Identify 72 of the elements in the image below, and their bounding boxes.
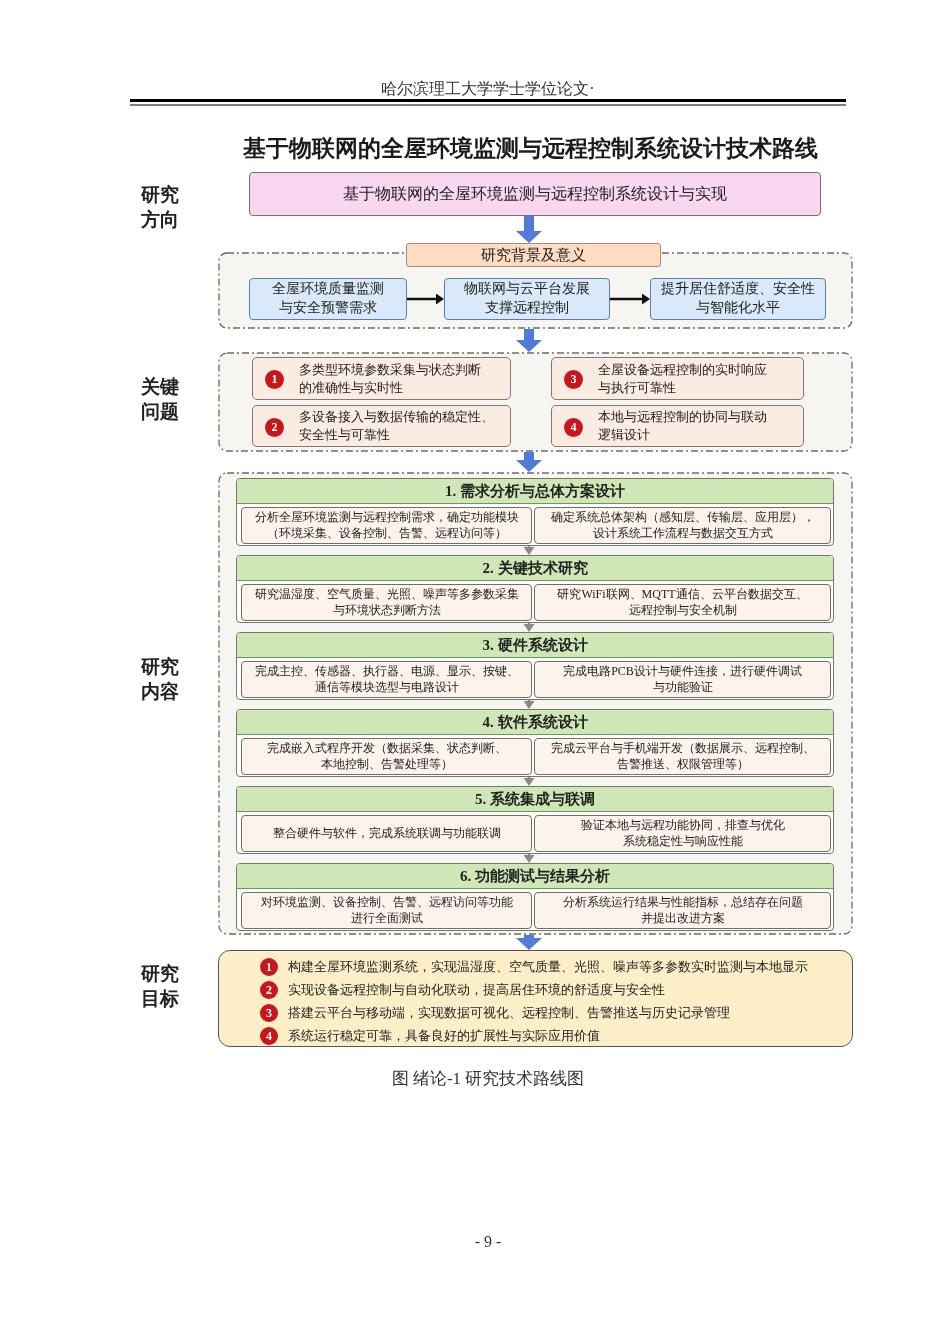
step-header: 3. 硬件系统设计 bbox=[237, 633, 833, 658]
step-panel bbox=[236, 478, 834, 546]
title-box: 基于物联网的全屋环境监测与远程控制系统设计与实现 bbox=[249, 172, 821, 216]
step-panel bbox=[236, 632, 834, 700]
section-label: 研究内容 bbox=[141, 654, 180, 704]
problem-text: 全屋设备远程控制的实时响应与执行可靠性 bbox=[598, 360, 768, 397]
step-header: 2. 关键技术研究 bbox=[237, 556, 833, 581]
problem-box bbox=[551, 357, 804, 400]
problem-text: 本地与远程控制的协同与联动逻辑设计 bbox=[598, 407, 768, 444]
section-heading: 研究背景及意义 bbox=[406, 243, 661, 267]
page-number: - 9 - bbox=[474, 1232, 502, 1252]
arrow bbox=[516, 329, 542, 352]
number-badge: 4 bbox=[564, 418, 583, 437]
problem-text: 多设备接入与数据传输的稳定性、安全性与可靠性 bbox=[299, 407, 495, 444]
problem-box bbox=[551, 405, 804, 447]
number-badge: 3 bbox=[564, 370, 583, 389]
section-label: 关键问题 bbox=[141, 374, 180, 424]
number-badge: 3 bbox=[260, 1004, 278, 1022]
number-badge: 4 bbox=[260, 1027, 278, 1045]
number-badge: 2 bbox=[260, 981, 278, 999]
detail-box: 整合硬件与软件，完成系统联调与功能联调 bbox=[241, 815, 532, 852]
step-panel bbox=[236, 786, 834, 854]
background-box: 全屋环境质量监测与安全预警需求 bbox=[249, 278, 407, 320]
number-badge: 1 bbox=[260, 958, 278, 976]
dashed-group bbox=[218, 352, 853, 452]
goal-text: 实现设备远程控制与自动化联动，提高居住环境的舒适度与安全性 bbox=[288, 981, 665, 999]
arrow bbox=[523, 854, 535, 863]
arrow bbox=[516, 935, 542, 950]
problem-text: 多类型环境参数采集与状态判断的准确性与实时性 bbox=[299, 360, 482, 397]
step-header: 1. 需求分析与总体方案设计 bbox=[237, 479, 833, 504]
diagram-title: 基于物联网的全屋环境监测与远程控制系统设计技术路线 bbox=[242, 133, 818, 163]
background-box: 物联网与云平台发展支撑远程控制 bbox=[444, 278, 610, 320]
detail-box: 验证本地与远程功能协同，排查与优化系统稳定性与响应性能 bbox=[534, 815, 831, 852]
dashed-group bbox=[218, 472, 853, 935]
arrow bbox=[523, 700, 535, 709]
detail-box: 分析系统运行结果与性能指标，总结存在问题并提出改进方案 bbox=[534, 892, 831, 929]
detail-box: 研究温湿度、空气质量、光照、噪声等多参数采集与环境状态判断方法 bbox=[241, 584, 532, 621]
section-label: 研究目标 bbox=[141, 961, 180, 1011]
detail-box: 分析全屋环境监测与远程控制需求，确定功能模块（环境采集、设备控制、告警、远程访问等） bbox=[241, 507, 532, 544]
step-header: 5. 系统集成与联调 bbox=[237, 787, 833, 812]
detail-box: 研究WiFi联网、MQTT通信、云平台数据交互、远程控制与安全机制 bbox=[534, 584, 831, 621]
step-panel bbox=[236, 863, 834, 931]
number-badge: 2 bbox=[265, 418, 284, 437]
section-label: 研究方向 bbox=[141, 182, 180, 232]
goal-panel bbox=[218, 950, 853, 1047]
step-panel bbox=[236, 709, 834, 777]
step-header: 4. 软件系统设计 bbox=[237, 710, 833, 735]
detail-box: 完成电路PCB设计与硬件连接，进行硬件调试与功能验证 bbox=[534, 661, 831, 698]
arrow bbox=[516, 216, 542, 243]
arrow bbox=[523, 623, 535, 632]
detail-box: 完成嵌入式程序开发（数据采集、状态判断、本地控制、告警处理等） bbox=[241, 738, 532, 775]
background-box: 提升居住舒适度、安全性与智能化水平 bbox=[650, 278, 826, 320]
detail-box: 完成云平台与手机端开发（数据展示、远程控制、告警推送、权限管理等） bbox=[534, 738, 831, 775]
dashed-group bbox=[218, 243, 853, 329]
arrow bbox=[523, 546, 535, 555]
arrow bbox=[407, 293, 444, 305]
step-header: 6. 功能测试与结果分析 bbox=[237, 864, 833, 889]
goal-text: 系统运行稳定可靠，具备良好的扩展性与实际应用价值 bbox=[288, 1027, 600, 1045]
arrow bbox=[610, 293, 650, 305]
goal-text: 搭建云平台与移动端，实现数据可视化、远程控制、告警推送与历史记录管理 bbox=[288, 1004, 730, 1022]
goal-text: 构建全屋环境监测系统，实现温湿度、空气质量、光照、噪声等多参数实时监测与本地显示 bbox=[288, 958, 808, 976]
problem-box bbox=[252, 357, 511, 400]
detail-box: 完成主控、传感器、执行器、电源、显示、按键、通信等模块选型与电路设计 bbox=[241, 661, 532, 698]
step-panel bbox=[236, 555, 834, 623]
figure-caption: 图 绪论-1 研究技术路线图 bbox=[391, 1068, 585, 1090]
number-badge: 1 bbox=[265, 370, 284, 389]
problem-box bbox=[252, 405, 511, 447]
arrow bbox=[516, 452, 542, 472]
detail-box: 对环境监测、设备控制、告警、远程访问等功能进行全面测试 bbox=[241, 892, 532, 929]
detail-box: 确定系统总体架构（感知层、传输层、应用层），设计系统工作流程与数据交互方式 bbox=[534, 507, 831, 544]
running-header: 哈尔滨理工大学学士学位论文· bbox=[381, 79, 595, 99]
arrow bbox=[523, 777, 535, 786]
